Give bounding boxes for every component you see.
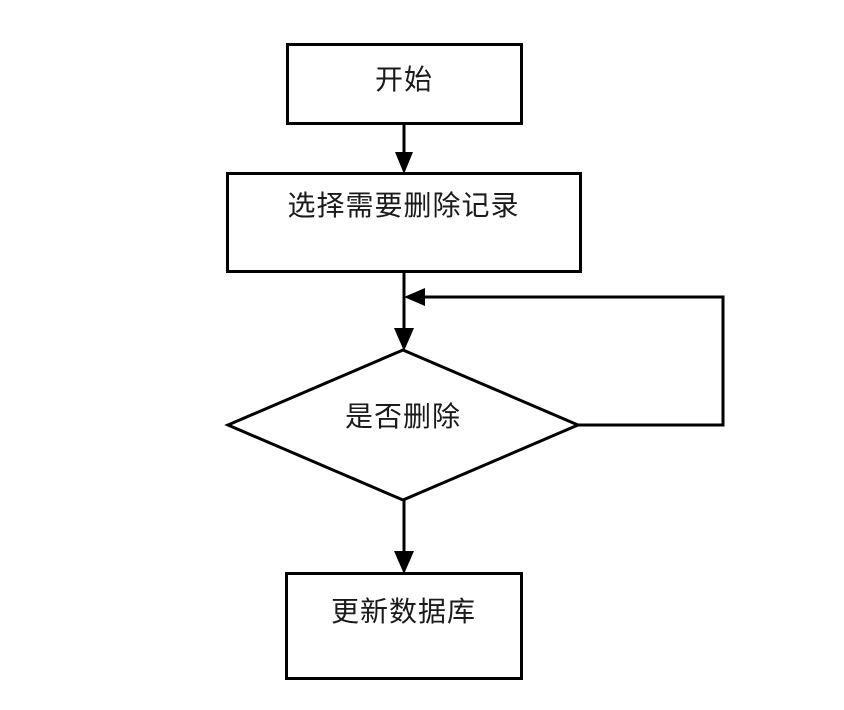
node-start-shape[interactable] bbox=[286, 43, 523, 125]
node-update-database-shape[interactable] bbox=[285, 572, 523, 680]
edge-decision-to-update bbox=[394, 500, 414, 574]
node-confirm-delete-shape[interactable] bbox=[224, 348, 582, 502]
edge-select-to-decision bbox=[394, 271, 414, 351]
edge-decision-loop-back bbox=[404, 288, 725, 427]
edge-start-to-select bbox=[395, 123, 413, 174]
node-select-record-shape[interactable] bbox=[226, 172, 582, 273]
